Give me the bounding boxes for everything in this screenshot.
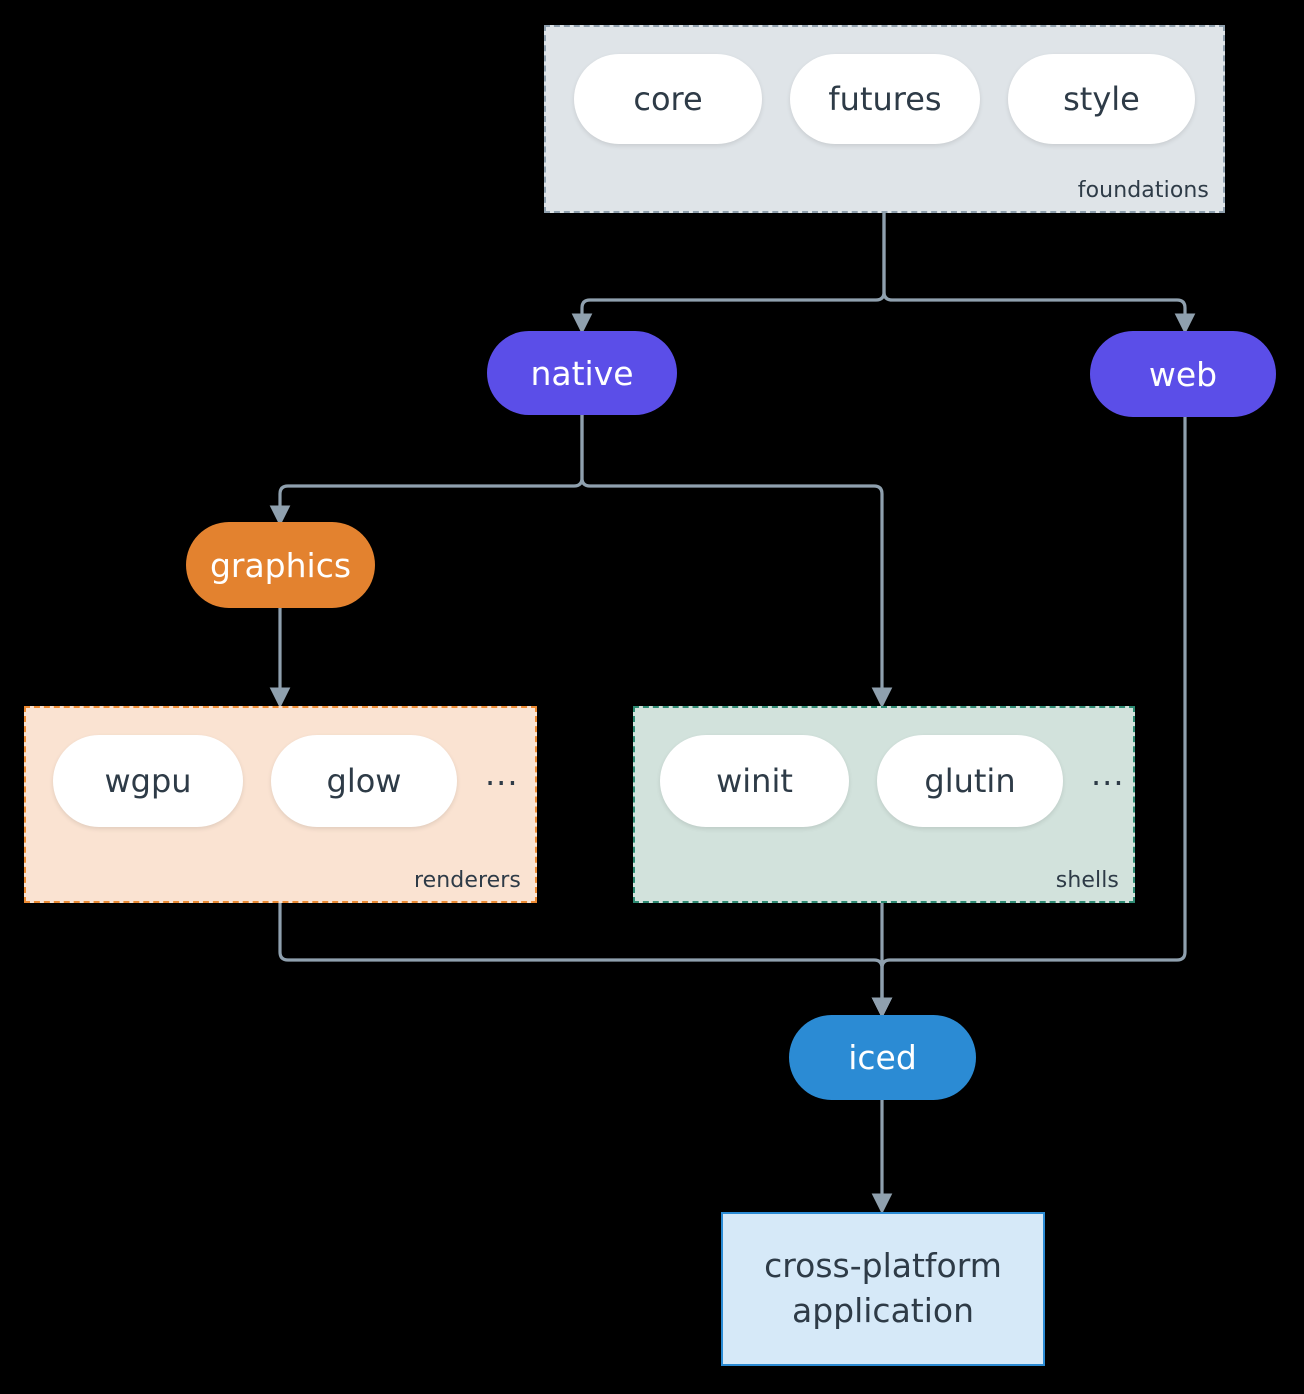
shells-ellipsis: ...	[1091, 755, 1125, 793]
foundations-pill-row: core futures style	[574, 54, 1195, 144]
node-web-label: web	[1148, 354, 1218, 394]
cluster-shells[interactable]: winit glutin ... shells	[633, 706, 1135, 903]
node-graphics-label: graphics	[209, 545, 352, 585]
edge-renderers-iced	[278, 901, 893, 1019]
application-line-2: application	[791, 1291, 975, 1330]
pill-glow[interactable]: glow	[271, 735, 457, 827]
cluster-shells-label: shells	[1055, 868, 1119, 893]
edge-native-graphics	[269, 412, 584, 527]
renderers-pill-row: wgpu glow ...	[53, 735, 519, 827]
node-cross-platform-application[interactable]: cross-platform application	[721, 1212, 1045, 1366]
node-web[interactable]: web	[1090, 331, 1276, 417]
pill-glutin[interactable]: glutin	[877, 735, 1063, 827]
pill-wgpu-label: wgpu	[104, 762, 192, 800]
cluster-foundations-label: foundations	[1077, 178, 1209, 203]
cluster-renderers[interactable]: wgpu glow ... renderers	[24, 706, 537, 903]
node-native-label: native	[530, 353, 634, 393]
pill-style-label: style	[1063, 80, 1140, 118]
application-line-1: cross-platform	[764, 1246, 1002, 1286]
edge-foundations-native	[571, 211, 886, 335]
renderers-ellipsis: ...	[485, 755, 519, 793]
cluster-renderers-label: renderers	[413, 868, 521, 893]
cluster-foundations[interactable]: core futures style foundations	[544, 25, 1225, 213]
node-graphics[interactable]: graphics	[186, 522, 375, 608]
pill-core-label: core	[633, 80, 703, 118]
pill-winit[interactable]: winit	[660, 735, 849, 827]
pill-glow-label: glow	[326, 762, 402, 800]
node-native[interactable]: native	[487, 331, 677, 415]
pill-winit-label: winit	[716, 762, 793, 800]
pill-glutin-label: glutin	[924, 762, 1016, 800]
pill-core[interactable]: core	[574, 54, 762, 144]
pill-futures-label: futures	[828, 80, 942, 118]
node-iced-label: iced	[848, 1038, 917, 1077]
pill-futures[interactable]: futures	[790, 54, 980, 144]
edge-foundations-web	[882, 211, 1196, 335]
pill-style[interactable]: style	[1008, 54, 1195, 144]
edge-native-shells	[580, 412, 893, 709]
pill-wgpu[interactable]: wgpu	[53, 735, 243, 827]
application-text-block: cross-platform application	[764, 1244, 1002, 1333]
node-iced[interactable]: iced	[789, 1015, 976, 1100]
shells-pill-row: winit glutin ...	[660, 735, 1125, 827]
